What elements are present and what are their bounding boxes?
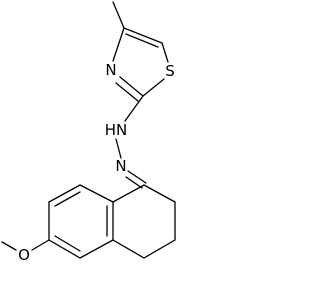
c4-c5-bond — [123, 27, 163, 44]
s-c2-bond — [142, 78, 165, 97]
c5-c4a-bond — [79, 239, 114, 259]
c6-c5-bond — [48, 239, 81, 259]
hydrazone-linker — [115, 95, 147, 189]
c8-c7-bond — [48, 184, 81, 203]
c8-c7-double-bond — [54, 191, 81, 207]
c5-s-bond — [161, 42, 169, 63]
c1-c8a-bond — [112, 184, 145, 203]
c4-c5-double-bond — [125, 33, 159, 48]
n-c1-double-bond — [127, 170, 147, 184]
methyl-bond — [112, 1, 125, 29]
c2-n3-bond — [119, 76, 144, 97]
molecule-structure-diagram: S N HN N O — [1, 1, 176, 264]
c6-o-bond — [31, 239, 50, 251]
c6-c5-double-bond — [54, 235, 81, 252]
nh-n-bond — [115, 138, 122, 159]
c1-c2-bond — [143, 184, 176, 203]
tetralin-core — [48, 184, 176, 259]
c2-nh-bond — [124, 95, 144, 122]
hydrazone-nh-label: HN — [105, 121, 128, 139]
o-methyl-bond — [1, 241, 17, 251]
c3-c4-bond — [143, 239, 176, 259]
n3-c4-bond — [112, 27, 125, 62]
thiazole-nitrogen-label: N — [105, 61, 116, 79]
n-c1-bond-inner — [125, 176, 143, 189]
methoxy-group — [1, 239, 50, 251]
c2-n3-double-bond — [115, 82, 139, 102]
sulfur-atom-label: S — [165, 62, 175, 80]
hydrazone-n-label: N — [115, 157, 126, 175]
ether-oxygen-label: O — [18, 246, 30, 264]
thiazole-ring — [112, 1, 169, 102]
c4-c4a-bond — [112, 239, 145, 259]
c8a-c8-bond — [79, 184, 114, 203]
